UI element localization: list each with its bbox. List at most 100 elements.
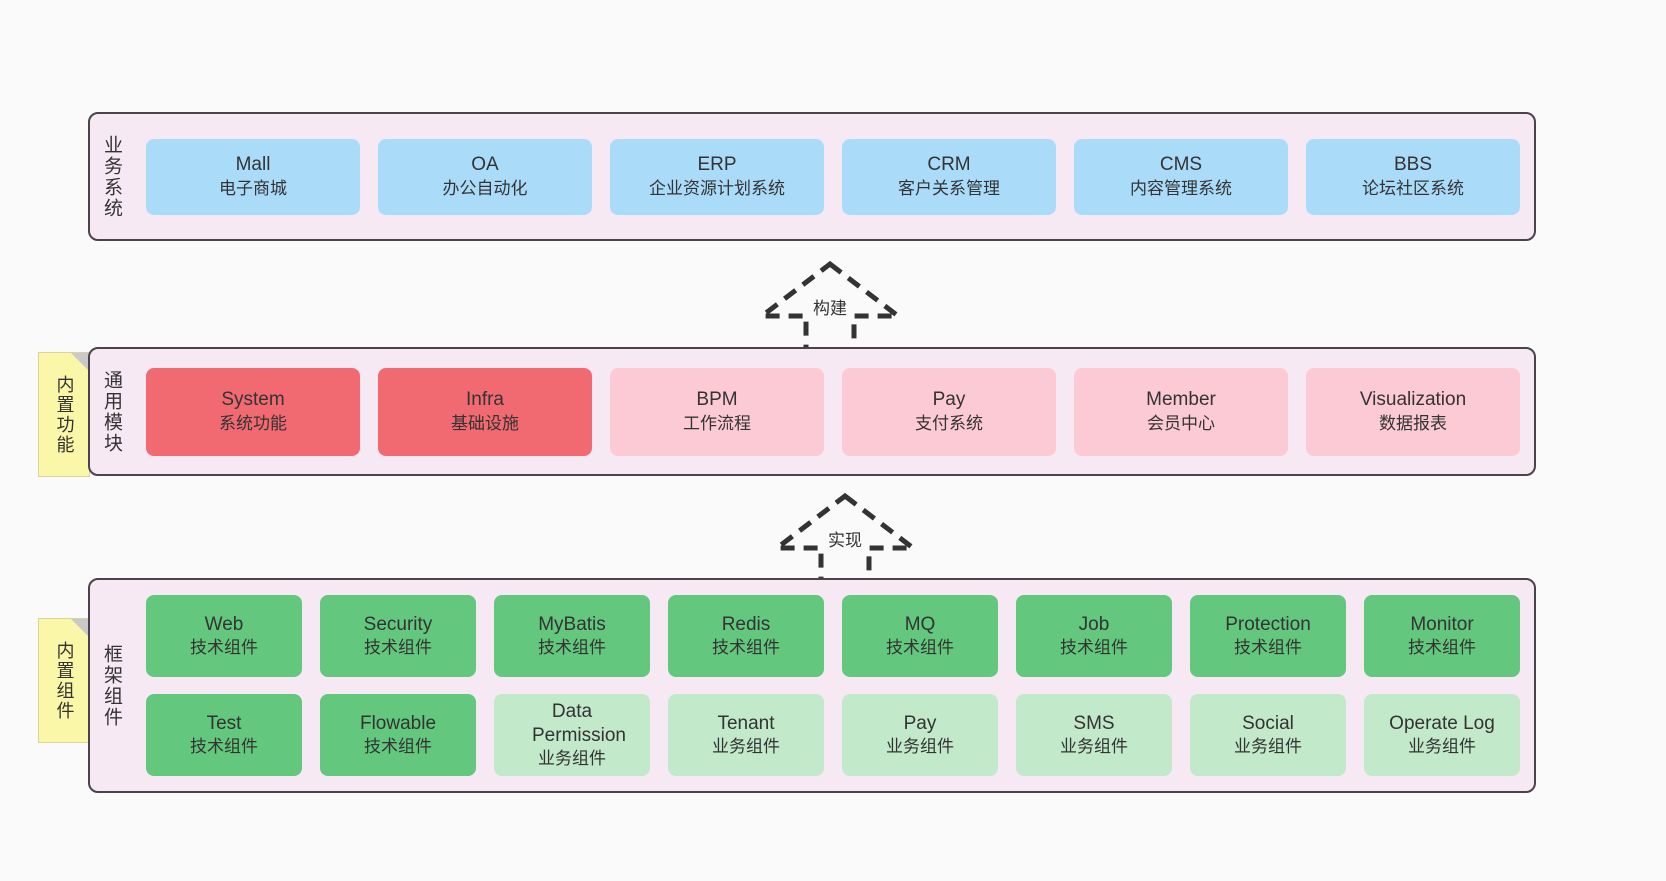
card-title: Protection xyxy=(1225,613,1311,635)
card-subtitle: 技术组件 xyxy=(1060,638,1128,658)
card-operate-log[interactable]: Operate Log 业务组件 xyxy=(1364,694,1520,776)
arrow-build: 构建 xyxy=(750,258,910,358)
layer-body-common: System 系统功能 Infra 基础设施 BPM 工作流程 Pay 支付系统… xyxy=(132,349,1534,474)
card-subtitle: 技术组件 xyxy=(538,638,606,658)
layer-common-modules: 通用模块 System 系统功能 Infra 基础设施 BPM 工作流程 Pay… xyxy=(88,347,1536,476)
card-monitor[interactable]: Monitor 技术组件 xyxy=(1364,595,1520,677)
card-cms[interactable]: CMS 内容管理系统 xyxy=(1074,138,1288,215)
arrow-label: 实现 xyxy=(825,526,865,551)
card-title: Infra xyxy=(465,389,505,411)
card-tenant[interactable]: Tenant 业务组件 xyxy=(668,694,824,776)
card-subtitle: 电子商城 xyxy=(219,178,287,198)
card-subtitle: 技术组件 xyxy=(886,638,954,658)
card-pay-module[interactable]: Pay 支付系统 xyxy=(842,367,1056,456)
card-title: Social xyxy=(1242,712,1294,734)
card-title: Pay xyxy=(932,389,966,411)
card-title: SMS xyxy=(1073,712,1115,734)
arrow-implement: 实现 xyxy=(765,490,925,590)
card-subtitle: 业务组件 xyxy=(712,737,780,757)
card-data-permission[interactable]: Data Permission 业务组件 xyxy=(494,694,650,776)
card-title: BPM xyxy=(696,389,738,411)
arrow-label: 构建 xyxy=(810,294,850,319)
sticky-note-builtin-functions: 内置功能 xyxy=(38,352,90,477)
card-title: Tenant xyxy=(717,712,775,734)
card-title: Visualization xyxy=(1359,389,1467,411)
card-subtitle: 办公自动化 xyxy=(442,178,528,198)
card-subtitle: 内容管理系统 xyxy=(1130,178,1232,198)
card-title: ERP xyxy=(697,154,737,176)
sticky-note-builtin-components: 内置组件 xyxy=(38,618,90,743)
layer-title-business: 业务系统 xyxy=(100,134,122,219)
card-subtitle: 技术组件 xyxy=(364,638,432,658)
card-title: CMS xyxy=(1159,154,1203,176)
card-title: Mall xyxy=(235,154,271,176)
card-pay-component[interactable]: Pay 业务组件 xyxy=(842,694,998,776)
card-title: Security xyxy=(363,613,433,635)
card-row: System 系统功能 Infra 基础设施 BPM 工作流程 Pay 支付系统… xyxy=(146,367,1520,456)
sticky-note-label: 内置功能 xyxy=(54,374,75,455)
card-social[interactable]: Social 业务组件 xyxy=(1190,694,1346,776)
card-subtitle: 企业资源计划系统 xyxy=(649,178,785,198)
card-test[interactable]: Test 技术组件 xyxy=(146,694,302,776)
card-subtitle: 技术组件 xyxy=(190,737,258,757)
card-title: OA xyxy=(471,154,499,176)
card-title: MQ xyxy=(904,613,936,635)
card-row-technical: Web 技术组件 Security 技术组件 MyBatis 技术组件 Redi… xyxy=(146,595,1520,677)
card-redis[interactable]: Redis 技术组件 xyxy=(668,595,824,677)
card-title: CRM xyxy=(927,154,971,176)
layer-body-framework: Web 技术组件 Security 技术组件 MyBatis 技术组件 Redi… xyxy=(132,580,1534,791)
layer-body-business: Mall 电子商城 OA 办公自动化 ERP 企业资源计划系统 CRM 客户关系… xyxy=(132,114,1534,239)
card-subtitle: 基础设施 xyxy=(451,413,519,433)
card-subtitle: 技术组件 xyxy=(1408,638,1476,658)
card-oa[interactable]: OA 办公自动化 xyxy=(378,138,592,215)
card-subtitle: 业务组件 xyxy=(538,749,606,769)
card-member[interactable]: Member 会员中心 xyxy=(1074,367,1288,456)
card-job[interactable]: Job 技术组件 xyxy=(1016,595,1172,677)
card-mall[interactable]: Mall 电子商城 xyxy=(146,138,360,215)
layer-framework-components: 框架组件 Web 技术组件 Security 技术组件 MyBatis 技术组件… xyxy=(88,578,1536,793)
card-mq[interactable]: MQ 技术组件 xyxy=(842,595,998,677)
card-subtitle: 业务组件 xyxy=(1408,737,1476,757)
card-title: Web xyxy=(204,613,244,635)
card-title: BBS xyxy=(1393,154,1433,176)
card-sms[interactable]: SMS 业务组件 xyxy=(1016,694,1172,776)
card-subtitle: 业务组件 xyxy=(1234,737,1302,757)
card-web[interactable]: Web 技术组件 xyxy=(146,595,302,677)
layer-title-framework: 框架组件 xyxy=(100,643,122,728)
card-bbs[interactable]: BBS 论坛社区系统 xyxy=(1306,138,1520,215)
card-title: Job xyxy=(1078,613,1110,635)
card-mybatis[interactable]: MyBatis 技术组件 xyxy=(494,595,650,677)
card-subtitle: 支付系统 xyxy=(915,413,983,433)
card-bpm[interactable]: BPM 工作流程 xyxy=(610,367,824,456)
card-system[interactable]: System 系统功能 xyxy=(146,367,360,456)
card-title: System xyxy=(221,389,285,411)
layer-business-systems: 业务系统 Mall 电子商城 OA 办公自动化 ERP 企业资源计划系统 CRM… xyxy=(88,112,1536,241)
card-protection[interactable]: Protection 技术组件 xyxy=(1190,595,1346,677)
card-security[interactable]: Security 技术组件 xyxy=(320,595,476,677)
card-title: MyBatis xyxy=(538,613,606,635)
card-crm[interactable]: CRM 客户关系管理 xyxy=(842,138,1056,215)
card-subtitle: 客户关系管理 xyxy=(898,178,1000,198)
card-row-business: Test 技术组件 Flowable 技术组件 Data Permission … xyxy=(146,694,1520,776)
card-subtitle: 论坛社区系统 xyxy=(1362,178,1464,198)
card-subtitle: 系统功能 xyxy=(219,413,287,433)
layer-title-common: 通用模块 xyxy=(100,369,122,454)
card-subtitle: 业务组件 xyxy=(886,737,954,757)
card-infra[interactable]: Infra 基础设施 xyxy=(378,367,592,456)
sticky-note-label: 内置组件 xyxy=(54,640,75,721)
card-visualization[interactable]: Visualization 数据报表 xyxy=(1306,367,1520,456)
card-title: Redis xyxy=(721,613,771,635)
card-subtitle: 技术组件 xyxy=(712,638,780,658)
card-title: Flowable xyxy=(359,712,437,734)
card-title: Member xyxy=(1146,389,1216,411)
card-subtitle: 技术组件 xyxy=(364,737,432,757)
card-title: Monitor xyxy=(1410,613,1474,635)
card-subtitle: 业务组件 xyxy=(1060,737,1128,757)
card-erp[interactable]: ERP 企业资源计划系统 xyxy=(610,138,824,215)
card-subtitle: 技术组件 xyxy=(1234,638,1302,658)
card-title: Operate Log xyxy=(1389,712,1495,734)
card-flowable[interactable]: Flowable 技术组件 xyxy=(320,694,476,776)
card-subtitle: 会员中心 xyxy=(1147,413,1215,433)
card-subtitle: 数据报表 xyxy=(1379,413,1447,433)
